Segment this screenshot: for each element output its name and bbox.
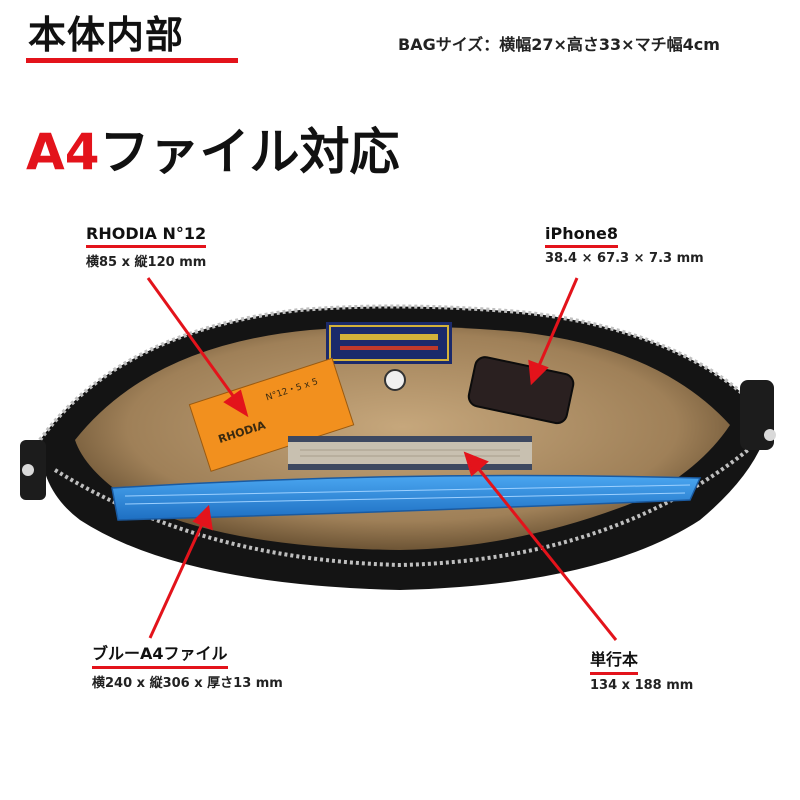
a4-headline: A4ファイル対応	[26, 112, 400, 184]
book-callout: 単行本 134 x 188 mm	[590, 646, 693, 693]
title-underline	[26, 58, 238, 63]
arrow-iphone-head	[528, 359, 549, 386]
bag-size-text: BAGサイズ：横幅27×高さ33×マチ幅4cm	[398, 35, 720, 54]
book-name: 単行本	[590, 646, 639, 675]
pointer-arrows	[146, 277, 618, 641]
arrow-rhodia-head	[223, 389, 249, 418]
hardcover-book	[288, 436, 532, 470]
iphone-callout: iPhone8 38.4 × 67.3 × 7.3 mm	[545, 224, 704, 266]
arrow-file-head	[192, 504, 213, 531]
blue-a4-file	[111, 474, 702, 521]
page-title: 本体内部	[28, 13, 185, 57]
arrow-rhodia	[146, 277, 238, 401]
rhodia-dimensions: 横85 x 縦120 mm	[86, 255, 207, 270]
arrow-book	[476, 467, 618, 641]
a4-rest-text: ファイル対応	[99, 123, 400, 181]
rhodia-name: RHODIA N°12	[86, 224, 207, 248]
iphone	[467, 356, 575, 425]
arrow-book-head	[463, 451, 489, 477]
file-name: ブルーA4ファイル	[92, 640, 228, 669]
a4-accent-text: A4	[26, 123, 100, 181]
book-dimensions: 134 x 188 mm	[590, 678, 694, 693]
file-callout: ブルーA4ファイル 横240 x 縦306 x 厚さ13 mm	[92, 640, 283, 691]
brand-label	[326, 322, 452, 364]
arrow-iphone	[536, 277, 579, 369]
iphone-dimensions: 38.4 × 67.3 × 7.3 mm	[545, 251, 704, 266]
pen-clip	[384, 369, 406, 391]
file-dimensions: 横240 x 縦306 x 厚さ13 mm	[92, 676, 283, 691]
iphone-name: iPhone8	[545, 224, 618, 248]
arrow-file	[148, 521, 205, 639]
rhodia-notepad: RHODIA N°12・5 x 5	[188, 357, 355, 472]
rhodia-callout: RHODIA N°12 横85 x 縦120 mm	[86, 224, 206, 270]
